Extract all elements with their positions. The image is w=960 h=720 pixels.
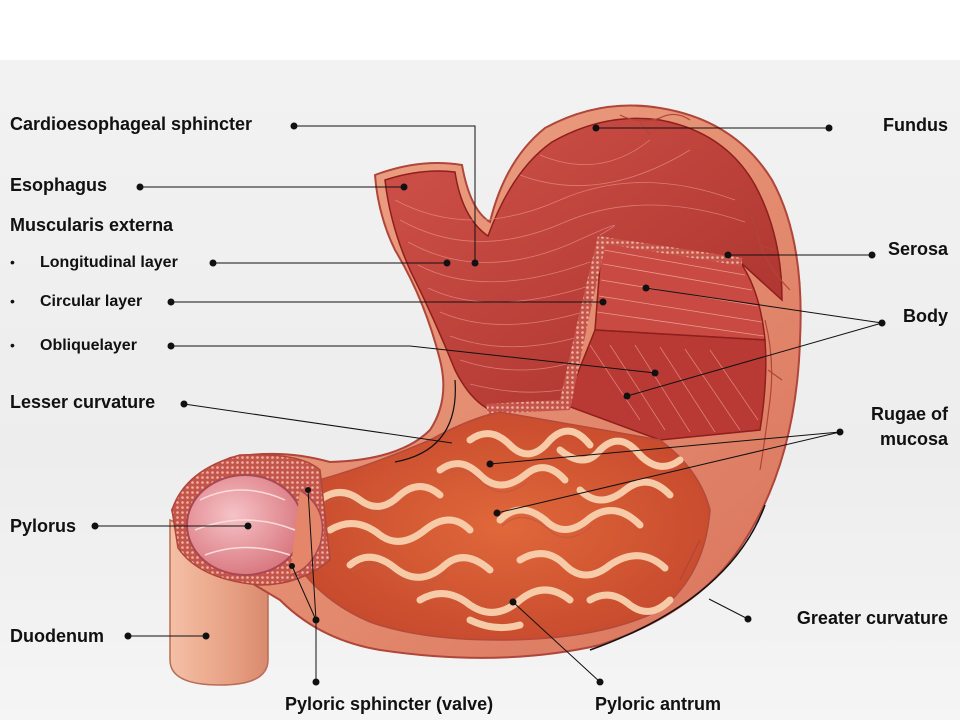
label-pylorus: Pylorus	[10, 516, 77, 536]
label-body: Body	[903, 306, 948, 326]
label-serosa: Serosa	[887, 239, 948, 259]
label-esophagus: Esophagus	[10, 175, 108, 195]
label-greater-curvature: Greater curvature	[796, 608, 948, 628]
leader-rugae-1	[489, 431, 841, 465]
rugae-folds	[316, 427, 684, 632]
pylorus-shape	[171, 453, 331, 586]
leader-rugae-2	[496, 431, 841, 514]
bullet-longitudinal: •	[10, 254, 15, 270]
label-pyloric-antrum: Pyloric antrum	[595, 694, 722, 714]
label-rugae-line2: mucosa	[879, 429, 948, 449]
muscle-fibres	[394, 139, 746, 393]
leader-greater	[708, 598, 749, 620]
leader-sphincter-branch	[291, 565, 317, 621]
mucosa-lining	[299, 411, 711, 641]
leader-lines	[95, 125, 883, 683]
lesser-curvature-arc	[394, 379, 456, 463]
leader-lesser	[183, 403, 453, 444]
label-duodenum: Duodenum	[10, 626, 104, 646]
greater-curvature-arc	[589, 504, 766, 651]
leader-antrum	[512, 601, 601, 683]
bullet-circular: •	[10, 293, 15, 309]
leader-oblique	[171, 345, 656, 374]
label-oblique-layer: Obliquelayer	[40, 337, 137, 354]
bullet-oblique: •	[10, 337, 15, 353]
label-lesser-curvature: Lesser curvature	[10, 392, 156, 412]
leader-dots	[91, 122, 886, 686]
leader-cardio	[294, 125, 476, 263]
label-pyloric-sphincter: Pyloric sphincter (valve)	[285, 694, 494, 714]
label-longitudinal-layer: Longitudinal layer	[40, 254, 178, 271]
label-rugae-line1: Rugae of	[870, 404, 948, 424]
leader-body-1	[645, 287, 883, 324]
label-fundus: Fundus	[883, 115, 948, 135]
leader-body-2	[626, 322, 883, 397]
label-circular-layer: Circular layer	[40, 293, 143, 310]
label-cardioesophageal-sphincter: Cardioesophageal sphincter	[10, 114, 253, 134]
label-muscularis-externa: Muscularis externa	[10, 215, 174, 235]
